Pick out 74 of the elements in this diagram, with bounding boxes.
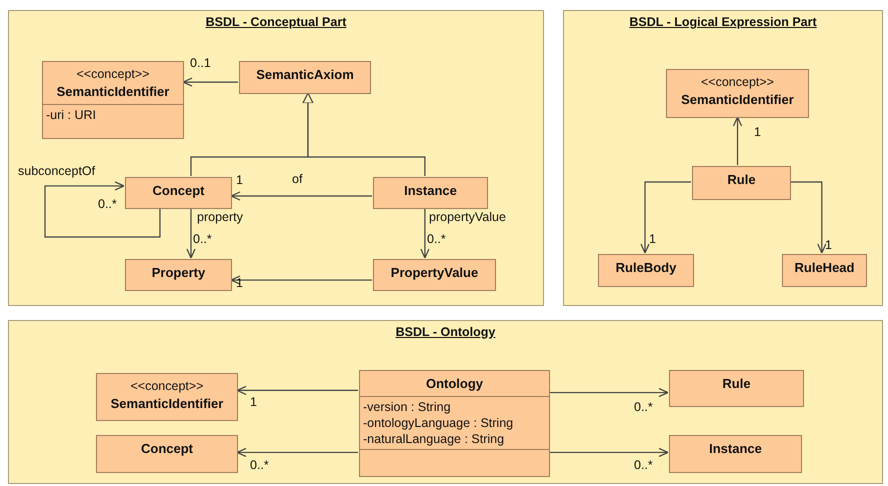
multiplicity-label: 1 (649, 232, 656, 246)
class-name: Concept (152, 182, 204, 200)
edge-label: of (292, 172, 302, 186)
multiplicity-label: 0..* (193, 232, 212, 246)
attribute-text: -version : String (363, 399, 452, 415)
edge-label: property (197, 210, 243, 224)
association-arrow (236, 386, 358, 395)
edge-label: propertyValue (429, 210, 506, 224)
association-arrow (732, 116, 742, 165)
association-arrow (44, 181, 161, 238)
class-name: Ontology (426, 375, 484, 393)
class-name: SemanticIdentifier (56, 83, 170, 101)
association-arrow (230, 275, 372, 285)
association-arrow (186, 208, 196, 259)
class-box (125, 259, 232, 291)
class-name: Rule (722, 375, 751, 393)
class-box (96, 435, 238, 473)
class-name: SemanticAxiom (256, 66, 354, 84)
class-box (239, 61, 371, 94)
edge-label: subconceptOf (18, 164, 96, 178)
stereotype-label: <<concept>> (76, 66, 150, 83)
attribute-text: -ontologyLanguage : String (363, 415, 514, 431)
stereotype-label: <<concept>> (701, 74, 774, 91)
generalization-arrow (302, 92, 426, 176)
class-name: PropertyValue (390, 264, 478, 282)
multiplicity-label: 0..* (250, 458, 269, 472)
multiplicity-label: 0..* (634, 458, 653, 472)
class-box (692, 166, 791, 200)
association-arrow (549, 448, 669, 458)
class-name: Concept (141, 440, 193, 458)
package-title: BSDL - Ontology (394, 325, 496, 339)
multiplicity-label: 1 (250, 395, 257, 409)
class-box (373, 177, 488, 209)
class-box (373, 259, 496, 291)
class-name: Rule (727, 171, 756, 189)
association-arrow (549, 388, 669, 398)
package-frame (8, 320, 883, 484)
association-arrow (640, 181, 691, 254)
class-box (669, 370, 804, 407)
multiplicity-label: 1 (754, 125, 761, 139)
attribute-text: -uri : URI (46, 107, 97, 123)
package-title: BSDL - Logical Expression Part (628, 15, 818, 29)
multiplicity-label: 0..* (427, 232, 446, 246)
class-name: SemanticIdentifier (110, 395, 224, 413)
class-box (666, 69, 809, 118)
attribute-text: -naturalLanguage : String (363, 431, 506, 447)
multiplicity-label: 0..* (634, 400, 653, 414)
class-box (598, 254, 694, 287)
multiplicity-label: 0..* (98, 197, 117, 211)
class-box (42, 61, 184, 139)
class-name: Instance (404, 182, 457, 200)
association-arrow (230, 191, 372, 201)
association-arrow (182, 78, 238, 87)
class-name: Instance (709, 440, 762, 458)
package-title: BSDL - Conceptual Part (204, 15, 348, 29)
class-box (669, 435, 802, 473)
class-name: RuleBody (616, 259, 676, 277)
association-arrow (236, 448, 358, 458)
multiplicity-label: 0..1 (190, 56, 211, 70)
class-name: SemanticIdentifier (681, 91, 794, 109)
class-box (359, 370, 550, 477)
class-name: Property (152, 264, 206, 282)
class-box (125, 177, 232, 209)
class-box (782, 254, 867, 287)
package-frame (8, 10, 544, 306)
stereotype-label: <<concept>> (130, 378, 204, 395)
association-arrow (420, 208, 430, 259)
multiplicity-label: 1 (825, 238, 832, 252)
class-box (96, 373, 238, 421)
package-frame (563, 10, 883, 306)
association-arrow (790, 181, 826, 254)
class-name: RuleHead (794, 259, 854, 277)
multiplicity-label: 1 (236, 276, 243, 290)
multiplicity-label: 1 (236, 173, 243, 187)
